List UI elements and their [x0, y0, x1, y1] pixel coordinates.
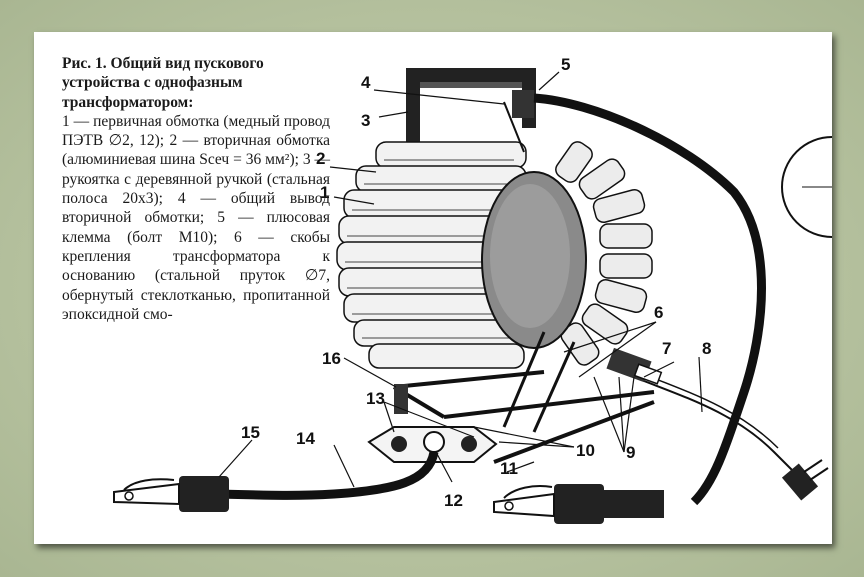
mains-plug — [781, 459, 829, 501]
transformer-drawing: 1 2 3 4 5 6 7 8 9 10 11 12 13 14 15 16 — [113, 55, 832, 524]
callout-6: 6 — [654, 303, 663, 322]
mounting-brackets — [502, 331, 576, 433]
callout-10: 10 — [576, 441, 595, 460]
edge-circle — [781, 136, 832, 238]
callout-7: 7 — [662, 339, 671, 358]
callout-4: 4 — [361, 73, 371, 92]
post — [394, 384, 408, 414]
handle — [406, 68, 536, 148]
minus-cable — [208, 450, 439, 500]
switch — [606, 347, 663, 385]
callout-12: 12 — [444, 491, 463, 510]
callout-3: 3 — [361, 111, 370, 130]
caption-title: Рис. 1. Общий вид пускового устройства с… — [62, 55, 264, 111]
callout-9: 9 — [626, 443, 635, 462]
callout-16: 16 — [322, 349, 341, 368]
callout-2: 2 — [316, 149, 325, 168]
callout-15: 15 — [241, 423, 260, 442]
leader-lines — [218, 71, 703, 488]
callout-5: 5 — [561, 55, 570, 74]
plus-terminal — [512, 90, 534, 118]
callout-8: 8 — [702, 339, 711, 358]
callout-1: 1 — [320, 183, 329, 202]
common-lead — [503, 101, 525, 153]
callout-13: 13 — [366, 389, 385, 408]
figure-caption: Рис. 1. Общий вид пускового устройства с… — [62, 54, 330, 324]
minus-clamp — [113, 476, 229, 512]
plus-clamp — [493, 484, 664, 524]
scanned-page: Рис. 1. Общий вид пускового устройства с… — [34, 32, 832, 544]
toroid-fins — [555, 141, 653, 366]
terminal-plate — [367, 426, 498, 463]
callout-11: 11 — [500, 459, 518, 478]
plus-cable — [533, 93, 766, 506]
caption-body: 1 — первичная обмотка (медный провод ПЭТ… — [62, 112, 330, 323]
callout-14: 14 — [296, 429, 315, 448]
